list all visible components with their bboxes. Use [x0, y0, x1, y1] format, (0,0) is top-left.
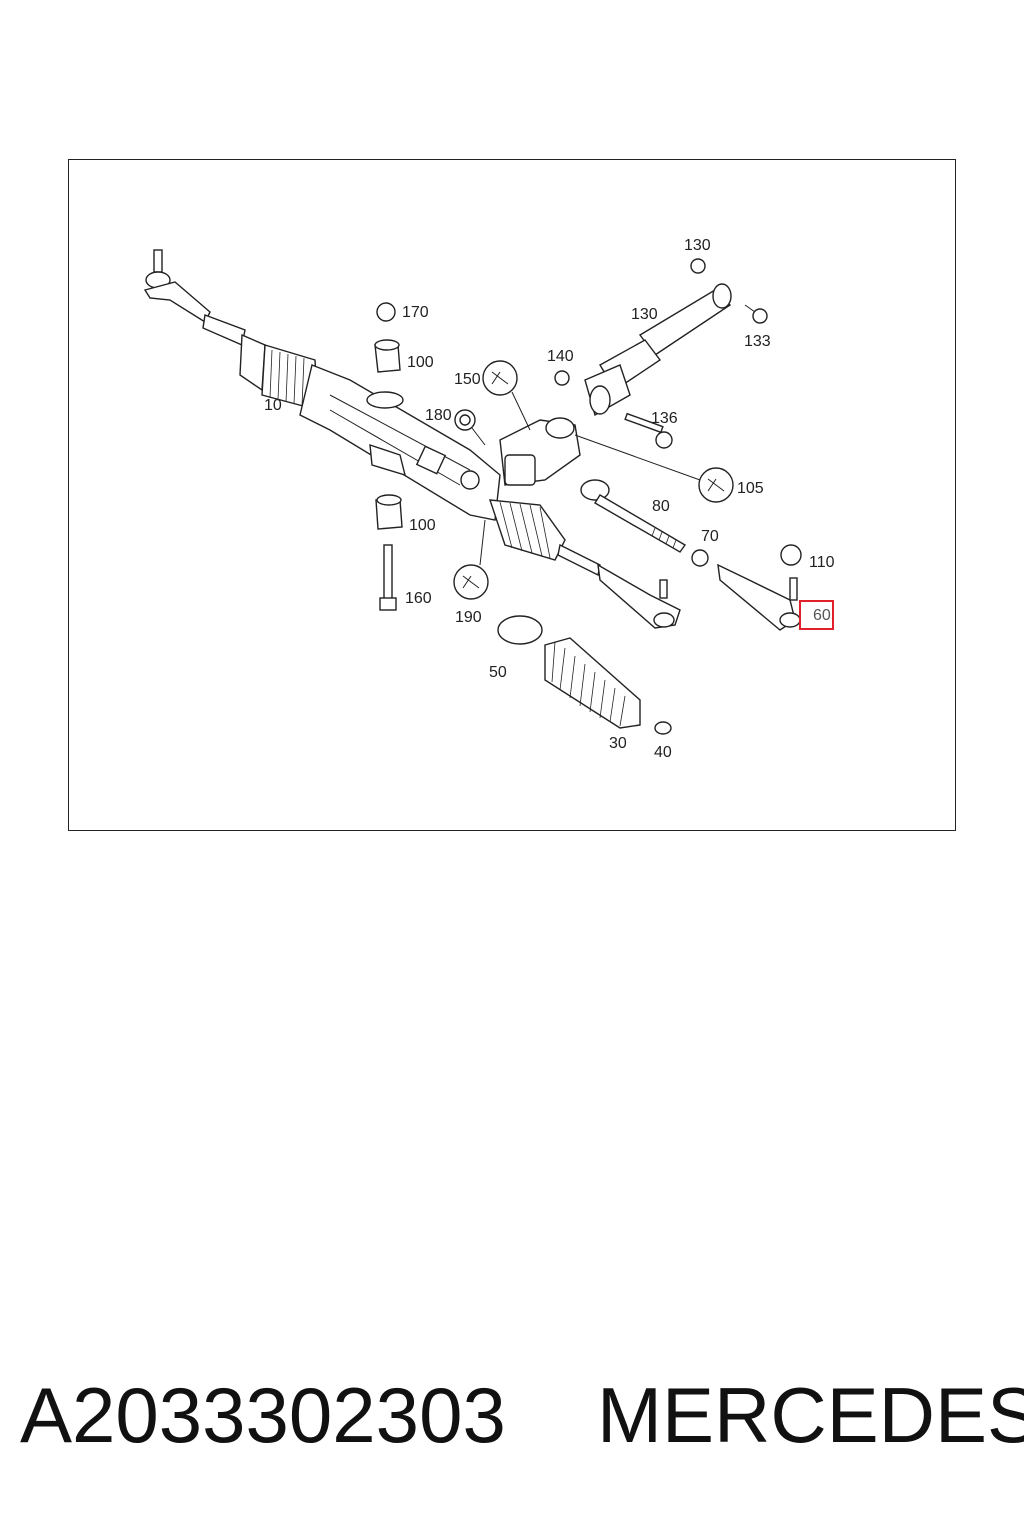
part-label-30[interactable]: 30 — [609, 735, 627, 752]
footer: A2033302303 MERCEDES — [0, 1370, 1024, 1470]
part-label-190[interactable]: 180 — [425, 407, 452, 424]
diagram-frame — [68, 159, 956, 831]
part-label-150[interactable]: 140 — [547, 348, 574, 365]
part-number: A2033302303 — [20, 1371, 506, 1459]
part-label-50[interactable]: 50 — [489, 664, 507, 681]
part-label-100-upper[interactable]: 100 — [407, 354, 434, 371]
part-label-200[interactable]: 190 — [455, 609, 482, 626]
part-label-140[interactable]: 136 — [651, 410, 678, 427]
part-label-110[interactable]: 110 — [809, 554, 835, 571]
part-label-100-lower[interactable]: 100 — [409, 517, 436, 534]
part-label-180[interactable]: 170 — [402, 304, 429, 321]
part-label-136[interactable]: 133 — [744, 333, 771, 350]
part-label-10[interactable]: 10 — [264, 397, 282, 414]
part-label-105[interactable]: 105 — [737, 480, 764, 497]
part-label-40[interactable]: 40 — [654, 744, 672, 761]
part-label-133[interactable]: 130 — [684, 237, 711, 254]
part-label-80[interactable]: 80 — [652, 498, 670, 515]
part-label-130[interactable]: 130 — [631, 306, 658, 323]
brand-name: MERCEDES — [597, 1371, 1024, 1459]
part-label-170[interactable]: 160 — [405, 590, 432, 607]
part-label-160[interactable]: 150 — [454, 371, 481, 388]
part-label-60[interactable]: 60 — [813, 607, 831, 624]
highlighted-part-box[interactable]: 60 — [799, 600, 834, 630]
part-label-70[interactable]: 70 — [701, 528, 719, 545]
